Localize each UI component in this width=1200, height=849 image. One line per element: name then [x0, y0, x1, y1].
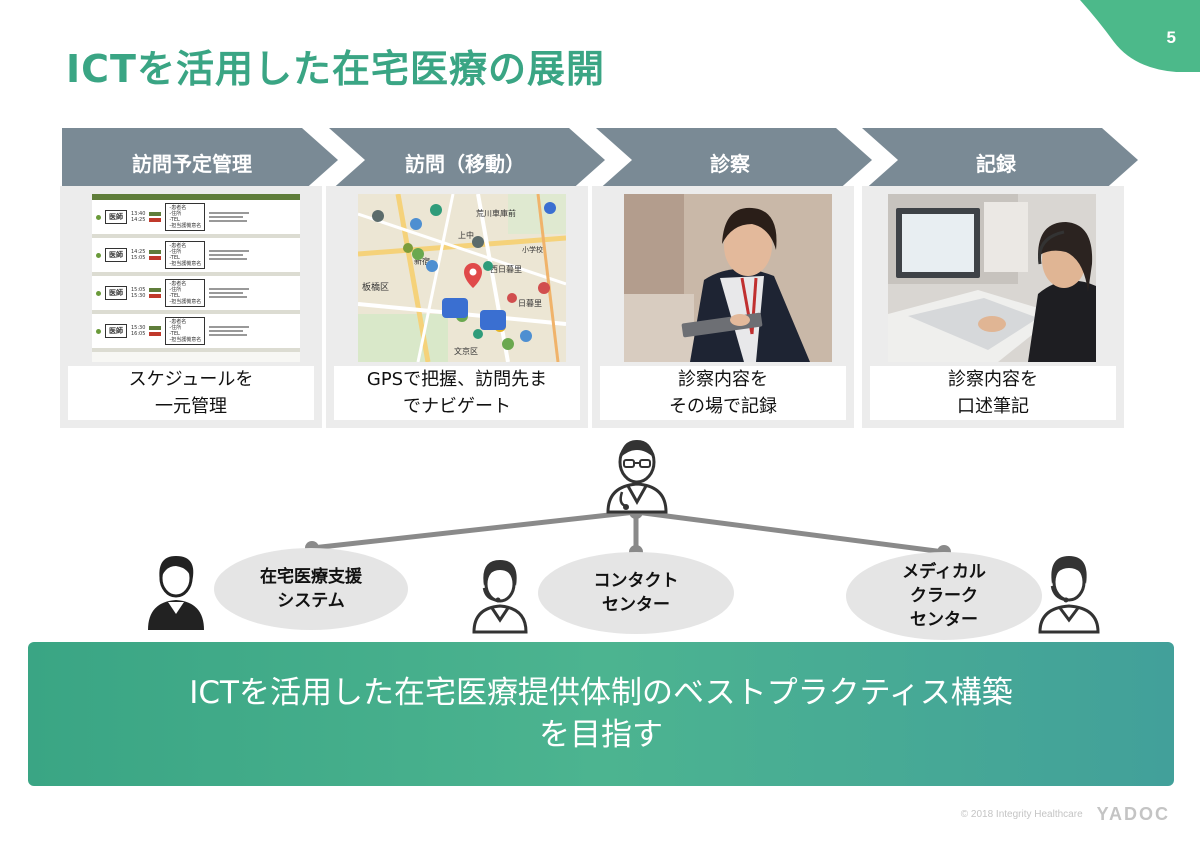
examination-card: 診察内容を その場で記録 — [592, 186, 854, 428]
process-steps: 訪問予定管理 訪問（移動） 診察 記録 — [0, 128, 1200, 192]
role-badge: 医師 — [105, 248, 127, 262]
map-label: 板橋区 — [362, 281, 389, 293]
goal-banner-line-2: を目指す — [539, 717, 663, 753]
step-arrow-3 — [596, 128, 872, 192]
operator-headset-icon — [472, 560, 528, 634]
step-arrow-1 — [62, 128, 338, 192]
page-number-tab — [1080, 0, 1200, 72]
map-pins — [372, 202, 556, 350]
map-label: 西日暮里 — [490, 264, 522, 274]
status-tags — [149, 212, 162, 222]
map-label: 日暮里 — [518, 298, 542, 308]
record-card: 診察内容を 口述筆記 — [862, 186, 1124, 428]
gps-caption: GPSで把握、訪問先ま でナビゲート — [334, 366, 580, 420]
home-care-system-node: 在宅医療支援 システム — [214, 548, 408, 630]
patient-fields: -患者名-住所-TEL-担当護機意名 — [165, 241, 206, 269]
map-label: 新宿 — [414, 256, 430, 266]
status-tags — [149, 326, 162, 336]
step-arrow-2 — [329, 128, 605, 192]
step-label-schedule: 訪問予定管理 — [132, 152, 252, 176]
yadoc-logo: YADOC — [1096, 804, 1170, 824]
goal-banner-line-1: ICTを活用した在宅医療提供体制のベストプラクティス構築 — [189, 675, 1013, 711]
role-badge: 医師 — [105, 210, 127, 224]
schedule-caption: スケジュールを 一元管理 — [68, 366, 314, 420]
role-badge: 医師 — [105, 286, 127, 300]
goal-banner: ICTを活用した在宅医療提供体制のベストプラクティス構築 を目指す — [28, 642, 1174, 786]
examination-photo — [624, 194, 832, 362]
page-number: 5 — [1166, 28, 1176, 47]
medical-clerk-center-node: メディカル クラーク センター — [846, 552, 1042, 640]
step-arrow-4 — [862, 128, 1138, 192]
contact-center-node: コンタクト センター — [538, 552, 734, 634]
memo-lines — [209, 212, 250, 222]
patient-fields: -患者名-住所-TEL-担当護機意名 — [165, 279, 206, 307]
memo-lines — [209, 326, 250, 336]
patient-fields: -患者名-住所-TEL-担当護機意名 — [165, 203, 206, 231]
memo-lines — [209, 250, 250, 260]
status-dot-icon — [96, 252, 101, 258]
map-label: 荒川車庫前 — [476, 208, 516, 218]
clerk-headset-icon — [1038, 556, 1100, 634]
dictation-photo — [888, 194, 1096, 362]
step-label-record: 記録 — [976, 152, 1016, 176]
role-badge: 医師 — [105, 324, 127, 338]
copyright-text: © 2018 Integrity Healthcare — [960, 809, 1083, 820]
step-label-examination: 診察 — [710, 152, 750, 176]
step-arrows — [62, 128, 1138, 192]
step-label-visit: 訪問（移動） — [405, 152, 525, 176]
map-label: 文京区 — [454, 346, 478, 356]
page-title: ICTを活用した在宅医療の展開 — [66, 47, 605, 91]
dictation-caption: 診察内容を 口述筆記 — [870, 366, 1116, 420]
examination-caption: 診察内容を その場で記録 — [600, 366, 846, 420]
patient-fields: -患者名-住所-TEL-担当護機意名 — [165, 317, 206, 345]
map-label: 小学校 — [522, 245, 543, 254]
status-dot-icon — [96, 328, 101, 334]
doctor-icon — [606, 440, 668, 514]
map-card: 荒川車庫前 上中 西日暮里 日暮里 板橋区 文京区 小学校 新宿 — [326, 186, 588, 428]
status-dot-icon — [96, 214, 101, 220]
footer: © 2018 Integrity Healthcare YADOC — [961, 804, 1170, 825]
memo-lines — [209, 288, 250, 298]
status-tags — [149, 250, 162, 260]
status-dot-icon — [96, 290, 101, 296]
staff-person-icon — [148, 556, 204, 630]
map-label: 上中 — [458, 230, 474, 240]
status-tags — [149, 288, 162, 298]
gps-map: 荒川車庫前 上中 西日暮里 日暮里 板橋区 文京区 小学校 新宿 — [358, 194, 566, 362]
